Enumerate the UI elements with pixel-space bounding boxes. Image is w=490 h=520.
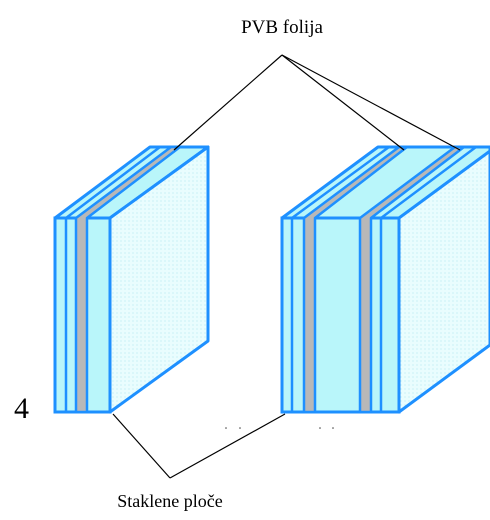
figure-number-label: 4	[14, 392, 29, 425]
pvb-interlayer	[74, 145, 182, 414]
leader-line	[112, 413, 171, 479]
dot-marks	[225, 427, 334, 429]
leader-line	[281, 54, 461, 151]
glass-leader-lines	[112, 413, 286, 479]
pvb-interlayer	[302, 145, 409, 414]
pvb-leader-lines	[173, 54, 461, 151]
panel-side-face	[397, 149, 490, 414]
pvb-interlayer	[358, 145, 466, 414]
glass-layer-divider	[64, 146, 161, 412]
panel-front-face	[280, 216, 401, 414]
double-laminated-panel	[280, 145, 490, 414]
pvb-foil-label: PVB folija	[241, 17, 323, 38]
leader-line	[169, 413, 286, 479]
single-laminated-panel	[53, 145, 210, 414]
leader-line	[173, 54, 283, 151]
glass-plates-label: Staklene ploče	[117, 491, 222, 511]
glass-layer-divider	[290, 145, 390, 412]
panel-side-face	[108, 145, 210, 414]
leader-line	[281, 54, 405, 151]
glass-layer-divider	[379, 145, 477, 412]
